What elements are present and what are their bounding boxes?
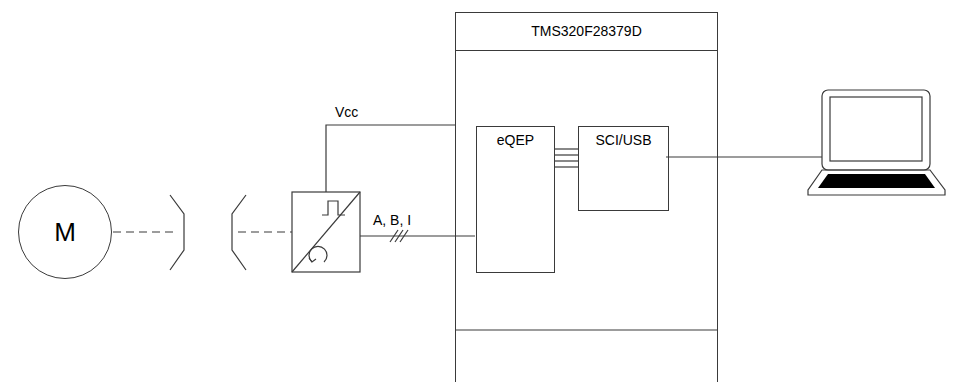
shaft-line <box>238 231 292 232</box>
supply-label: Vcc <box>333 104 360 121</box>
data-bus <box>555 149 578 167</box>
signal-wire <box>360 235 475 236</box>
header-band: TMS320F28379D <box>456 13 717 51</box>
motor-circle: M <box>18 185 112 279</box>
mcu-separator <box>456 329 717 330</box>
vcc-wire <box>326 125 455 192</box>
peripheral-box: eQEP <box>476 126 555 273</box>
mcu-box: TMS320F28379D eQEP SCI/USB <box>455 12 718 382</box>
coupling-bracket <box>170 195 184 270</box>
bus-line <box>555 160 578 161</box>
signal-label: A, B, I <box>371 212 413 229</box>
rotation-arrow <box>309 258 316 262</box>
encoder-block <box>292 192 360 272</box>
laptop-keyboard <box>818 174 935 188</box>
bus-line <box>555 154 578 155</box>
block-name: eQEP <box>481 132 550 149</box>
motor-letter: M <box>54 217 76 247</box>
text-area: SCI/USB <box>579 127 668 149</box>
bus-line <box>555 148 578 149</box>
block-name: SCI/USB <box>583 132 664 149</box>
laptop-display <box>830 97 922 161</box>
bus-line <box>555 166 578 167</box>
chip-name: TMS320F28379D <box>531 23 642 40</box>
coupling-bracket <box>232 195 246 270</box>
text-area: eQEP <box>477 127 554 149</box>
pulse-symbol <box>322 201 345 215</box>
peripheral-box: SCI/USB <box>578 126 669 211</box>
usb-cable <box>666 156 822 157</box>
laptop-base <box>808 170 945 195</box>
laptop-screen <box>822 90 930 170</box>
encoder-diagonal <box>292 192 360 272</box>
rotation-symbol <box>309 246 327 262</box>
bus-tick <box>400 230 408 242</box>
shaft-line <box>113 231 178 232</box>
